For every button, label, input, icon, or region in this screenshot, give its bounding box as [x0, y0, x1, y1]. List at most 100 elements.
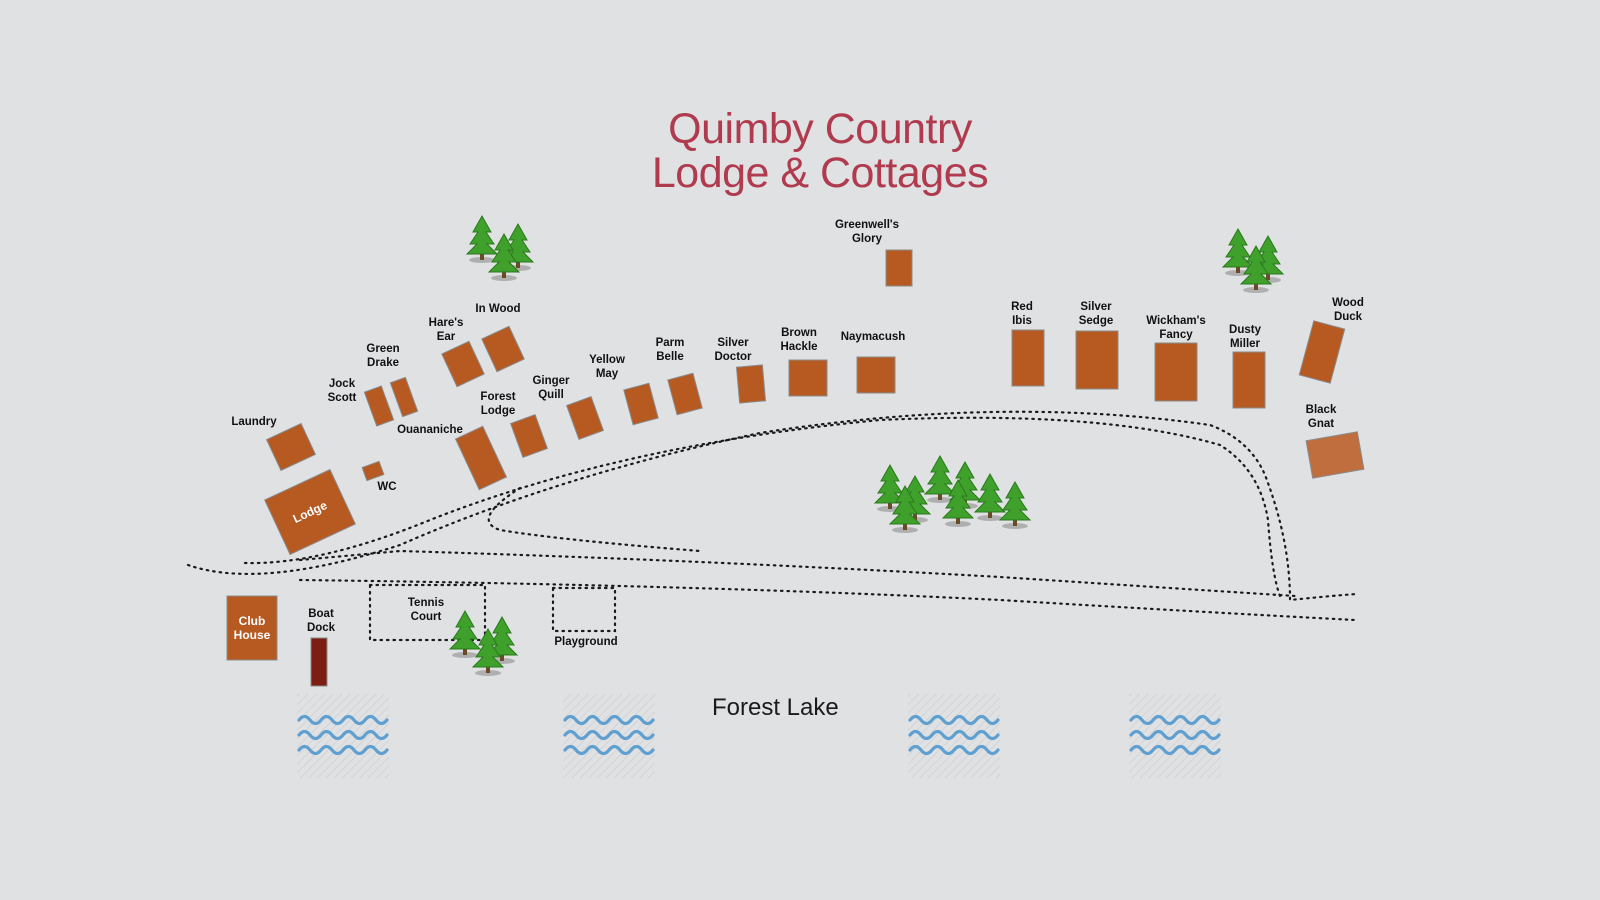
building-silver-sedge[interactable] [1075, 330, 1119, 390]
building-shape[interactable] [885, 249, 913, 287]
tree-icon [466, 215, 498, 264]
building-shape[interactable] [1232, 351, 1266, 409]
building-silver-doctor[interactable] [735, 364, 767, 404]
building-forest-lodge[interactable] [454, 425, 508, 491]
water-wave-icon [297, 694, 389, 778]
building-ginger-quill[interactable] [509, 413, 549, 459]
tree-icon [974, 473, 1006, 522]
building-boat-dock[interactable] [310, 637, 328, 687]
tree-cluster-tennis [449, 610, 518, 677]
map-title-line2: Lodge & Cottages [651, 149, 989, 197]
water-wave-icon [908, 694, 1000, 778]
building-in-wood[interactable] [481, 325, 525, 373]
building-shape[interactable] [454, 425, 508, 491]
building-shape[interactable] [1305, 431, 1365, 479]
label-laundry: Laundry [231, 416, 277, 428]
label-in-wood: In Wood [475, 303, 520, 315]
building-laundry[interactable] [265, 422, 317, 472]
building-hares-ear[interactable] [441, 340, 485, 388]
building-shape[interactable] [389, 376, 419, 418]
building-shape[interactable] [363, 385, 395, 427]
fork-path [487, 486, 702, 553]
water-wave-icon [1129, 694, 1221, 778]
building-shape[interactable] [856, 356, 896, 394]
building-shape[interactable] [1154, 342, 1198, 402]
building-jock-scott[interactable] [363, 385, 395, 427]
label-ouananiche: Ouananiche [397, 424, 463, 436]
label-wc: WC [377, 481, 396, 493]
building-greenwells-glory[interactable] [885, 249, 913, 287]
building-shape[interactable] [310, 637, 328, 687]
building-brown-hackle[interactable] [788, 359, 828, 397]
building-shape[interactable] [481, 325, 525, 373]
playground [551, 586, 617, 633]
building-shape[interactable] [264, 468, 356, 556]
lake-name: Forest Lake [712, 694, 839, 721]
inner-path [243, 416, 1282, 598]
building-shape[interactable] [441, 340, 485, 388]
tree-icon [999, 481, 1031, 530]
building-black-gnat[interactable] [1305, 431, 1365, 479]
tree-cluster-top-left [466, 215, 534, 282]
label-playground: Playground [554, 636, 617, 648]
map-title-line1: Quimby Country [668, 105, 972, 153]
building-shape[interactable] [226, 595, 278, 661]
water-wave-icon [563, 694, 655, 778]
building-shape[interactable] [265, 422, 317, 472]
tennis-court [368, 583, 487, 642]
building-lodge[interactable]: Lodge [264, 468, 356, 556]
water-waves [297, 694, 1221, 778]
label-naymacush: Naymacush [841, 331, 906, 343]
building-red-ibis[interactable] [1011, 329, 1045, 387]
building-wood-duck[interactable] [1298, 320, 1346, 384]
building-naymacush[interactable] [856, 356, 896, 394]
tree-icon [449, 610, 481, 659]
building-silver-doctor[interactable] [667, 372, 703, 416]
building-shape[interactable] [1298, 320, 1346, 384]
building-shape[interactable] [509, 413, 549, 459]
building-shape[interactable] [1075, 330, 1119, 390]
building-shape[interactable] [735, 364, 767, 404]
building-shape[interactable] [667, 372, 703, 416]
building-shape[interactable] [788, 359, 828, 397]
tree-cluster-center [874, 455, 1031, 534]
lower-path [298, 549, 1297, 598]
bottom-path [298, 578, 1357, 622]
building-shape[interactable] [623, 382, 659, 426]
building-shape[interactable] [565, 395, 605, 441]
building-green-drake[interactable] [389, 376, 419, 418]
building-wickhams-fancy[interactable] [1154, 342, 1198, 402]
paths [186, 410, 1359, 622]
tree-cluster-top-right [1222, 228, 1284, 294]
building-parm-belle[interactable] [623, 382, 659, 426]
building-shape[interactable] [1011, 329, 1045, 387]
building-shape[interactable] [361, 460, 385, 482]
building-yellow-may[interactable] [565, 395, 605, 441]
building-wc[interactable] [361, 460, 385, 482]
building-dusty-miller[interactable] [1232, 351, 1266, 409]
